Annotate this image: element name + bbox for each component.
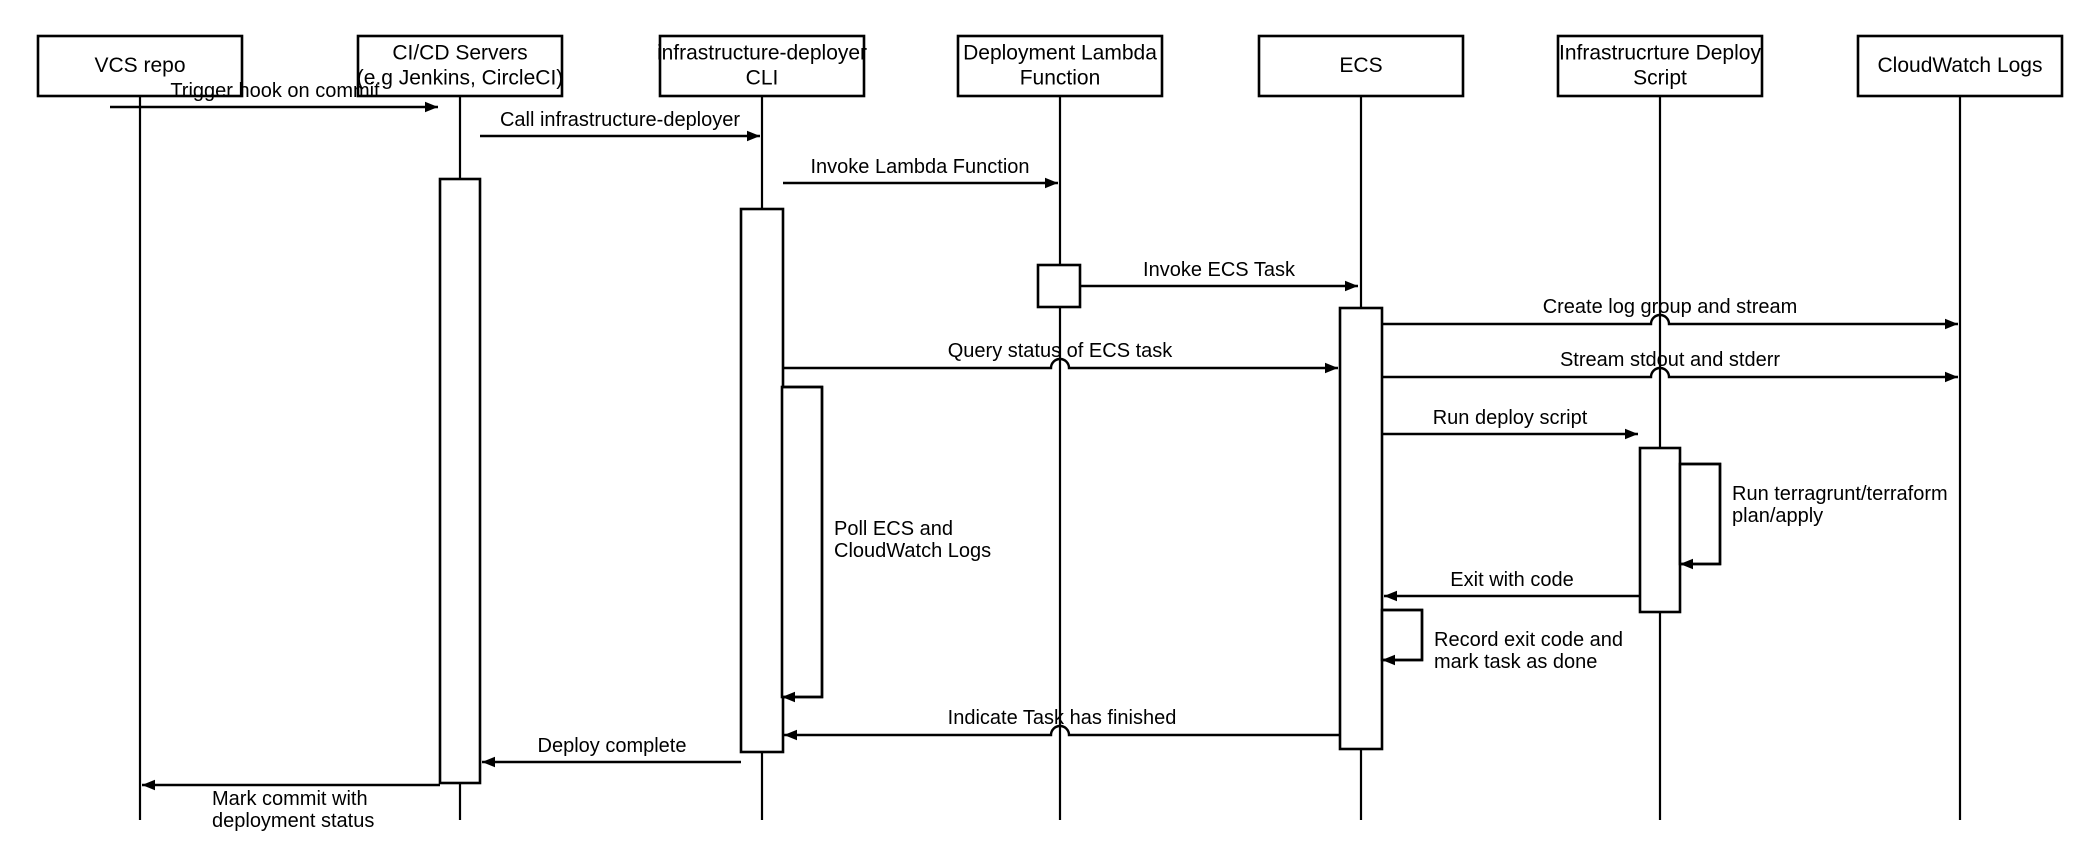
self-message-arrow-sm3 [1382,608,1424,666]
message-label-m7: Stream stdout and stderr [1560,349,1780,371]
self-message-sm3[interactable] [1382,608,1424,666]
message-m6[interactable] [783,357,1338,374]
message-label-m8: Run deploy script [1433,407,1588,429]
message-label-m6: Query status of ECS task [948,340,1174,362]
message-label-m10: Indicate Task has finished [948,707,1177,729]
participant-cwlogs[interactable]: CloudWatch Logs [1856,34,2064,98]
participant-box-cli [658,34,866,98]
activation-bar-act-cli [739,207,785,754]
participant-cicd[interactable]: CI/CD Servers(e.g Jenkins, CircleCI) [356,34,564,98]
activations-layer [438,177,1722,785]
activation-bar-act-cli-poll [780,385,824,699]
self-message-arrow-sm2 [1680,462,1722,570]
activation-bar-act-lambda [1036,263,1082,309]
participant-box-lambda [956,34,1164,98]
self-messages-layer [782,385,1722,703]
message-m10[interactable] [784,724,1340,741]
participant-label-ecs: ECS [1339,54,1382,77]
message-label-m5: Create log group and stream [1543,296,1798,318]
message-label-m11: Deploy complete [538,735,687,757]
activation-bar-act-script-run [1678,462,1722,566]
message-arrow-m6 [783,357,1338,374]
message-label-m2: Call infrastructure-deployer [500,109,740,131]
message-label-m3: Invoke Lambda Function [810,156,1029,178]
message-label-m9: Exit with code [1450,569,1573,591]
participant-label-cicd: CI/CD Servers(e.g Jenkins, CircleCI) [357,41,564,89]
activation-bar-act-ecs-record [1380,608,1424,662]
participant-box-cwlogs [1856,34,2064,98]
message-m7[interactable] [1382,366,1958,383]
actor-boxes-layer: VCS repo CI/CD Servers(e.g Jenkins, Circl… [36,34,2064,98]
participant-box-vcs [36,34,244,98]
messages-layer [110,101,1958,791]
participant-label-cwlogs: CloudWatch Logs [1878,54,2043,77]
participant-box-cicd [356,34,564,98]
participant-box-script [1556,34,1764,98]
activation-bar-act-script [1638,446,1682,614]
participant-box-ecs [1257,34,1465,98]
self-message-sm2[interactable] [1680,462,1722,570]
message-m5[interactable] [1382,313,1958,330]
message-arrow-m10 [784,724,1340,741]
activation-bar-act-cicd [438,177,482,785]
participant-ecs[interactable]: ECS [1257,34,1465,98]
participant-vcs[interactable]: VCS repo [36,34,244,98]
message-label-m1: Trigger hook on commit [170,80,380,102]
self-message-arrow-sm1 [782,385,824,703]
message-label-m4: Invoke ECS Task [1143,259,1296,281]
participant-label-vcs: VCS repo [94,54,185,77]
self-message-sm1[interactable] [782,385,824,703]
message-arrow-m7 [1382,366,1958,383]
message-arrow-m5 [1382,313,1958,330]
activation-bar-act-ecs [1338,306,1384,751]
